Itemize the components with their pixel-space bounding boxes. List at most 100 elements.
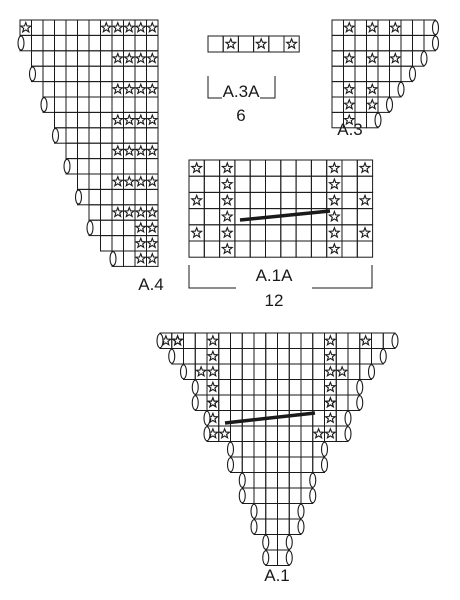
grid-cell [277,487,290,504]
star-icon [134,51,148,64]
grid-cell [100,34,113,52]
star-icon [206,349,220,362]
chart-label-a4: A.4 [138,275,164,294]
grid-cell [241,363,255,380]
oval-icon [238,488,246,504]
grid-cell [265,487,278,504]
grid-cell [288,348,302,365]
oval-icon [285,550,293,566]
star-icon [324,427,337,440]
oval-icon [191,379,199,395]
grid-cell [100,127,113,144]
oval-icon [226,457,235,473]
grid-cell [335,348,349,365]
grid-cell [218,332,231,349]
grid-cell [237,35,255,53]
grid-cell [265,503,278,520]
grid-cell [123,127,136,144]
grid-cell [280,240,297,258]
oval-icon [40,97,48,113]
grid-cell [123,96,136,113]
grid-cell [400,34,413,52]
oval-icon [28,66,37,82]
star-icon [134,175,148,187]
grid-cell [88,81,101,98]
grid-cell [288,441,302,458]
star-icon [194,365,208,378]
star-icon [111,113,125,126]
grid-cell [265,363,278,380]
grid-cell [134,65,147,83]
grid-cell [241,456,255,473]
star-icon [145,205,159,218]
grid-cell [377,50,390,67]
grid-cell [146,96,159,113]
repeat-count-a3a: 6 [236,106,245,125]
grid-cell [146,127,159,144]
grid-cell [100,235,113,252]
star-icon [342,98,356,110]
chart-a3 [331,19,440,129]
grid-cell [331,19,344,36]
grid-cell [310,224,328,242]
grid-cell [42,81,55,98]
grid-cell [277,379,290,396]
grid-cell [88,158,101,175]
star-icon [111,144,125,157]
grid-cell [88,204,101,221]
star-icon [134,82,148,95]
grid-cell [123,219,136,237]
grid-cell [310,159,328,177]
oval-icon [203,426,211,442]
grid-cell [253,394,267,411]
grid-cell [203,191,221,210]
star-icon [327,226,341,239]
grid-cell [300,441,314,458]
star-icon [145,82,159,95]
grid-cell [100,219,113,237]
grid-cell [194,332,208,349]
grid-cell [288,394,302,411]
grid-cell [265,425,278,442]
oval-icon [297,503,305,519]
star-icon [111,175,125,187]
grid-cell [354,65,367,83]
grid-cell [341,224,358,242]
chart-label-a3: A.3 [337,120,363,139]
oval-icon [51,127,60,144]
oval-icon [431,20,440,36]
grid-cell [400,50,413,67]
grid-cell [295,240,312,258]
star-icon [134,236,148,249]
star-icon [145,252,159,264]
grid-cell [77,127,90,144]
oval-icon [297,519,305,535]
grid-cell [288,456,302,473]
grid-cell [65,127,78,144]
star-icon [220,161,234,174]
grid-cell [188,208,205,226]
star-icon [134,221,148,234]
grid-cell [111,235,124,252]
grid-cell [300,394,314,411]
grid-cell [88,173,101,190]
oval-icon [344,426,352,442]
grid-cell [241,441,255,458]
grid-cell [100,65,113,83]
grid-cell [249,175,266,193]
grid-cell [356,208,374,226]
grid-cell [300,379,314,396]
chart-a1 [156,332,399,566]
grid-cell [295,224,312,242]
star-icon [365,21,379,33]
grid-cell [146,188,159,206]
oval-icon [391,333,399,349]
grid-cell [88,127,101,144]
grid-cell [230,425,243,442]
grid-cell [203,240,221,258]
grid-cell [111,188,124,206]
grid-cell [100,96,113,113]
star-icon [111,205,125,218]
star-icon [327,161,341,174]
grid-cell [123,250,136,267]
